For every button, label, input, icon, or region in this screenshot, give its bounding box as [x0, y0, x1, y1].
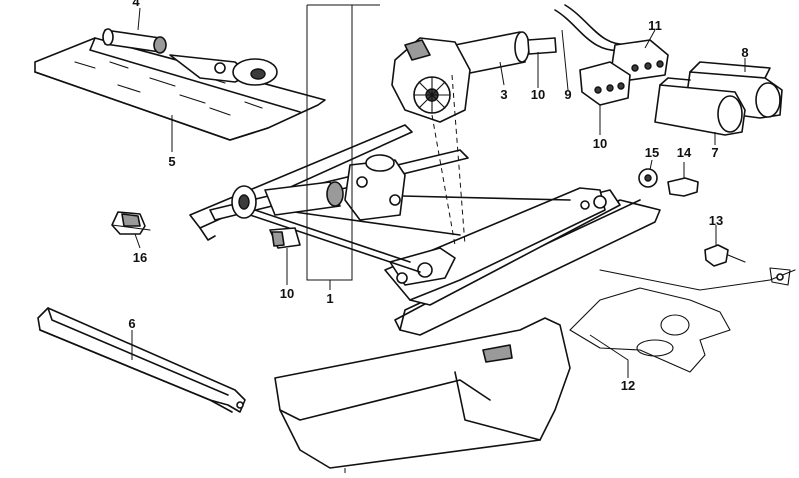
part-10-connector-upper [579, 61, 631, 106]
part-16-clip [111, 211, 151, 235]
part-6-trim-bar [37, 307, 246, 413]
part-14-bolt [667, 177, 699, 197]
seat-frame-assembly [189, 124, 661, 336]
callout-14: 14 [677, 145, 692, 160]
callout-5: 5 [168, 154, 175, 169]
callout-13: 13 [709, 213, 723, 228]
callout-9: 9 [564, 87, 571, 102]
callout-11: 11 [648, 18, 662, 33]
callout-3: 3 [500, 87, 507, 102]
callout-16: 16 [133, 250, 147, 265]
part-12-gasket [569, 269, 796, 373]
part-3-motor [391, 31, 557, 123]
callout-6: 6 [128, 316, 135, 331]
callout-labels: 4 5 6 16 10 1 3 10 9 10 11 8 7 15 14 13 … [128, 0, 748, 393]
part-5-seat-plate [34, 28, 326, 141]
part-4-motor [102, 28, 278, 86]
part-11-connector [554, 4, 669, 81]
callout-1: 1 [326, 291, 333, 306]
callout-10-right: 10 [593, 136, 607, 151]
callout-10-lower: 10 [280, 286, 294, 301]
callout-15: 15 [645, 145, 659, 160]
callout-12: 12 [621, 378, 635, 393]
callout-10-top: 10 [531, 87, 545, 102]
part-7-switch-cap [654, 77, 746, 136]
callout-8: 8 [741, 45, 748, 60]
part-15-washer [638, 168, 658, 188]
leader-lines [131, 4, 746, 473]
callout-7: 7 [711, 145, 718, 160]
callout-4: 4 [132, 0, 140, 9]
part-13-bolt [704, 244, 791, 286]
front-trim-cover [274, 317, 571, 469]
